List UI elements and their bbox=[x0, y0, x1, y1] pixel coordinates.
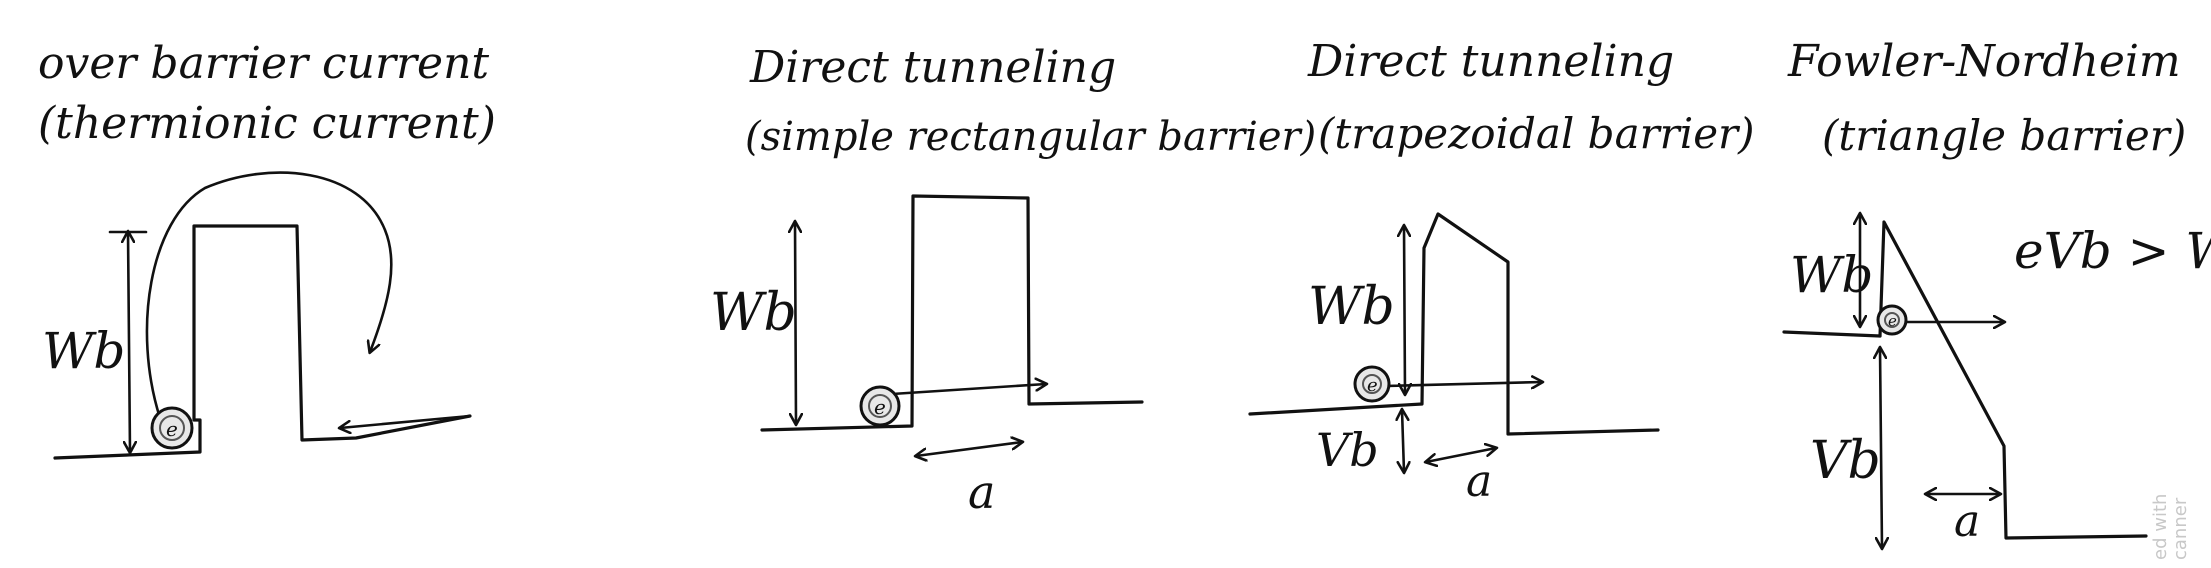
panel-3-barrier-profile bbox=[1248, 212, 1660, 436]
panel-4-title-line2: (triangle barrier) bbox=[1822, 111, 2186, 160]
panel-2-wb-label: Wb bbox=[710, 283, 797, 343]
panel-4-barrier-profile bbox=[1878, 220, 2148, 540]
panel-4-width-label: a bbox=[1954, 496, 1980, 547]
panel-3-width-arrow bbox=[1426, 448, 1496, 462]
panel-2-electron-symbol: e bbox=[874, 395, 886, 419]
panel-3-width-label: a bbox=[1466, 456, 1492, 507]
panel-4-electron-symbol: e bbox=[1888, 312, 1897, 330]
panel-3-electron-symbol: e bbox=[1367, 375, 1378, 396]
panel-4-vb-arrow bbox=[1880, 348, 1882, 548]
panel-direct-trapezoidal: Direct tunneling (trapezoidal barrier) W… bbox=[1248, 36, 1755, 507]
panel-direct-rectangular: Direct tunneling (simple rectangular bar… bbox=[710, 42, 1316, 519]
panel-1-over-barrier-arrow bbox=[145, 171, 393, 420]
panel-4-title-line1: Fowler-Nordheim bbox=[1787, 36, 2181, 87]
panel-3-vb-label: Vb bbox=[1316, 423, 1379, 477]
panel-1-wb-label: Wb bbox=[42, 322, 125, 380]
panel-2-width-label: a bbox=[968, 465, 995, 519]
panel-2-electron: e bbox=[859, 385, 901, 427]
panel-4-vb-label: Vb bbox=[1810, 431, 1881, 491]
panel-3-wb-arrow bbox=[1404, 226, 1405, 394]
panel-4-electron: e bbox=[1876, 304, 1908, 336]
panel-2-title-line1: Direct tunneling bbox=[749, 42, 1116, 93]
panel-4-condition-label: eVb > Wb bbox=[2014, 222, 2211, 280]
panel-thermionic: over barrier current (thermionic current… bbox=[38, 38, 496, 460]
panel-2-title-line2: (simple rectangular barrier) bbox=[745, 114, 1316, 160]
panel-3-tunneling-arrow bbox=[1384, 382, 1542, 386]
panel-1-title-line2: (thermionic current) bbox=[38, 98, 496, 149]
panel-2-width-arrow bbox=[916, 442, 1022, 456]
panel-3-wb-label: Wb bbox=[1308, 277, 1395, 337]
panel-1-wb-arrow bbox=[128, 232, 130, 452]
panel-3-title-line2: (trapezoidal barrier) bbox=[1318, 109, 1755, 158]
panel-4-wb-label: Wb bbox=[1790, 246, 1873, 304]
panel-1-incoming-arrow bbox=[340, 414, 472, 428]
panel-fowler-nordheim: Fowler-Nordheim (triangle barrier) Wb eV… bbox=[1782, 36, 2211, 548]
panel-3-electron: e bbox=[1353, 365, 1391, 403]
scanner-watermark: ed with canner bbox=[2150, 494, 2191, 560]
panel-1-title-line1: over barrier current bbox=[38, 38, 489, 89]
watermark-line1: ed with bbox=[2150, 494, 2171, 560]
panel-3-title-line1: Direct tunneling bbox=[1307, 36, 1674, 87]
panel-3-vb-arrow bbox=[1402, 410, 1404, 472]
panel-1-barrier-profile bbox=[53, 224, 472, 460]
panel-2-wb-arrow bbox=[795, 222, 796, 424]
panel-4-left-level bbox=[1782, 330, 1882, 338]
panel-1-electron: e bbox=[150, 406, 194, 450]
panel-2-tunneling-arrow bbox=[890, 384, 1046, 396]
panel-1-electron-symbol: e bbox=[166, 417, 178, 441]
watermark-line2: canner bbox=[2170, 497, 2191, 560]
panel-2-barrier-profile bbox=[760, 194, 1144, 432]
